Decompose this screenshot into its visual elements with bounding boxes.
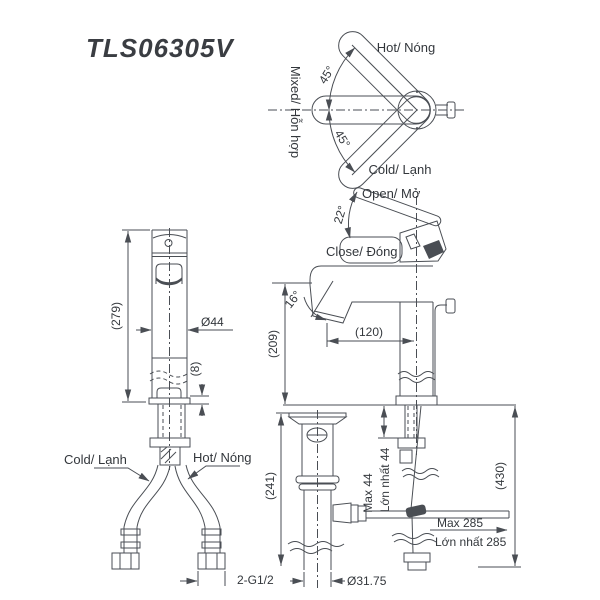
close-label: Close/ Đóng xyxy=(326,244,398,259)
side-view-drawing: 22° Open/ Mở Close/ Đóng 16° xyxy=(266,186,456,455)
base-height-dim: (8) xyxy=(188,362,202,377)
handle-hot-position xyxy=(338,96,431,189)
lever-closed-position xyxy=(339,236,403,264)
overall-height-dim: (430) xyxy=(493,462,507,490)
top-view-drawing: Hot/ Nóng Cold/ Lạnh Mixed/ Hỗn hợp 45° … xyxy=(268,31,464,189)
body-diameter-dim: Ø44 xyxy=(201,315,224,329)
spout-height-dim: (209) xyxy=(266,330,280,358)
handle-cold-position xyxy=(338,31,431,124)
hot-hose xyxy=(185,464,221,528)
drain-length-dim: (241) xyxy=(263,472,277,500)
cold-direction-label: Cold/ Lạnh xyxy=(369,162,432,177)
drain-diameter-dim: Ø31.75 xyxy=(347,574,387,588)
body-height-dim: (279) xyxy=(109,302,123,330)
front-cold-label: Cold/ Lạnh xyxy=(64,452,127,467)
deck-max-vi-label: Lớn nhất 44 xyxy=(378,447,392,512)
faucet-head xyxy=(399,220,447,263)
thread-spec-label: 2-G1/2 xyxy=(237,573,274,587)
front-hot-label: Hot/ Nóng xyxy=(193,450,252,465)
open-angle-label: 22° xyxy=(331,204,350,226)
lever-open-position xyxy=(353,187,442,227)
spout-reach-dim: (120) xyxy=(355,325,383,339)
spout-outlet xyxy=(155,263,183,284)
open-label: Open/ Mở xyxy=(362,186,421,201)
deck-max-en-label: Max 44 xyxy=(361,473,375,513)
popup-drain xyxy=(287,410,367,588)
installation-drawing: Max 44 Lớn nhất 44 xyxy=(263,404,521,588)
rod-max-en-label: Max 285 xyxy=(437,516,483,530)
front-base xyxy=(148,397,191,405)
shank-locknut xyxy=(397,437,426,449)
hot-connector-nut xyxy=(197,552,226,570)
product-code: TLS06305V xyxy=(86,33,234,63)
rod-max-vi-label: Lớn nhất 285 xyxy=(435,535,507,549)
front-view-drawing: Cold/ Lạnh Hot/ Nóng (279) Ø44 (8) xyxy=(64,228,274,587)
lower-45-angle-label: 45° xyxy=(332,127,354,150)
hot-direction-label: Hot/ Nóng xyxy=(377,40,436,55)
mixed-direction-label: Mixed/ Hỗn hợp xyxy=(288,66,303,158)
upper-45-angle-label: 45° xyxy=(316,63,338,86)
lift-rod-knob xyxy=(445,298,456,314)
cold-hose xyxy=(123,464,159,528)
cold-connector-nut xyxy=(111,552,140,570)
lift-rod xyxy=(410,405,422,510)
